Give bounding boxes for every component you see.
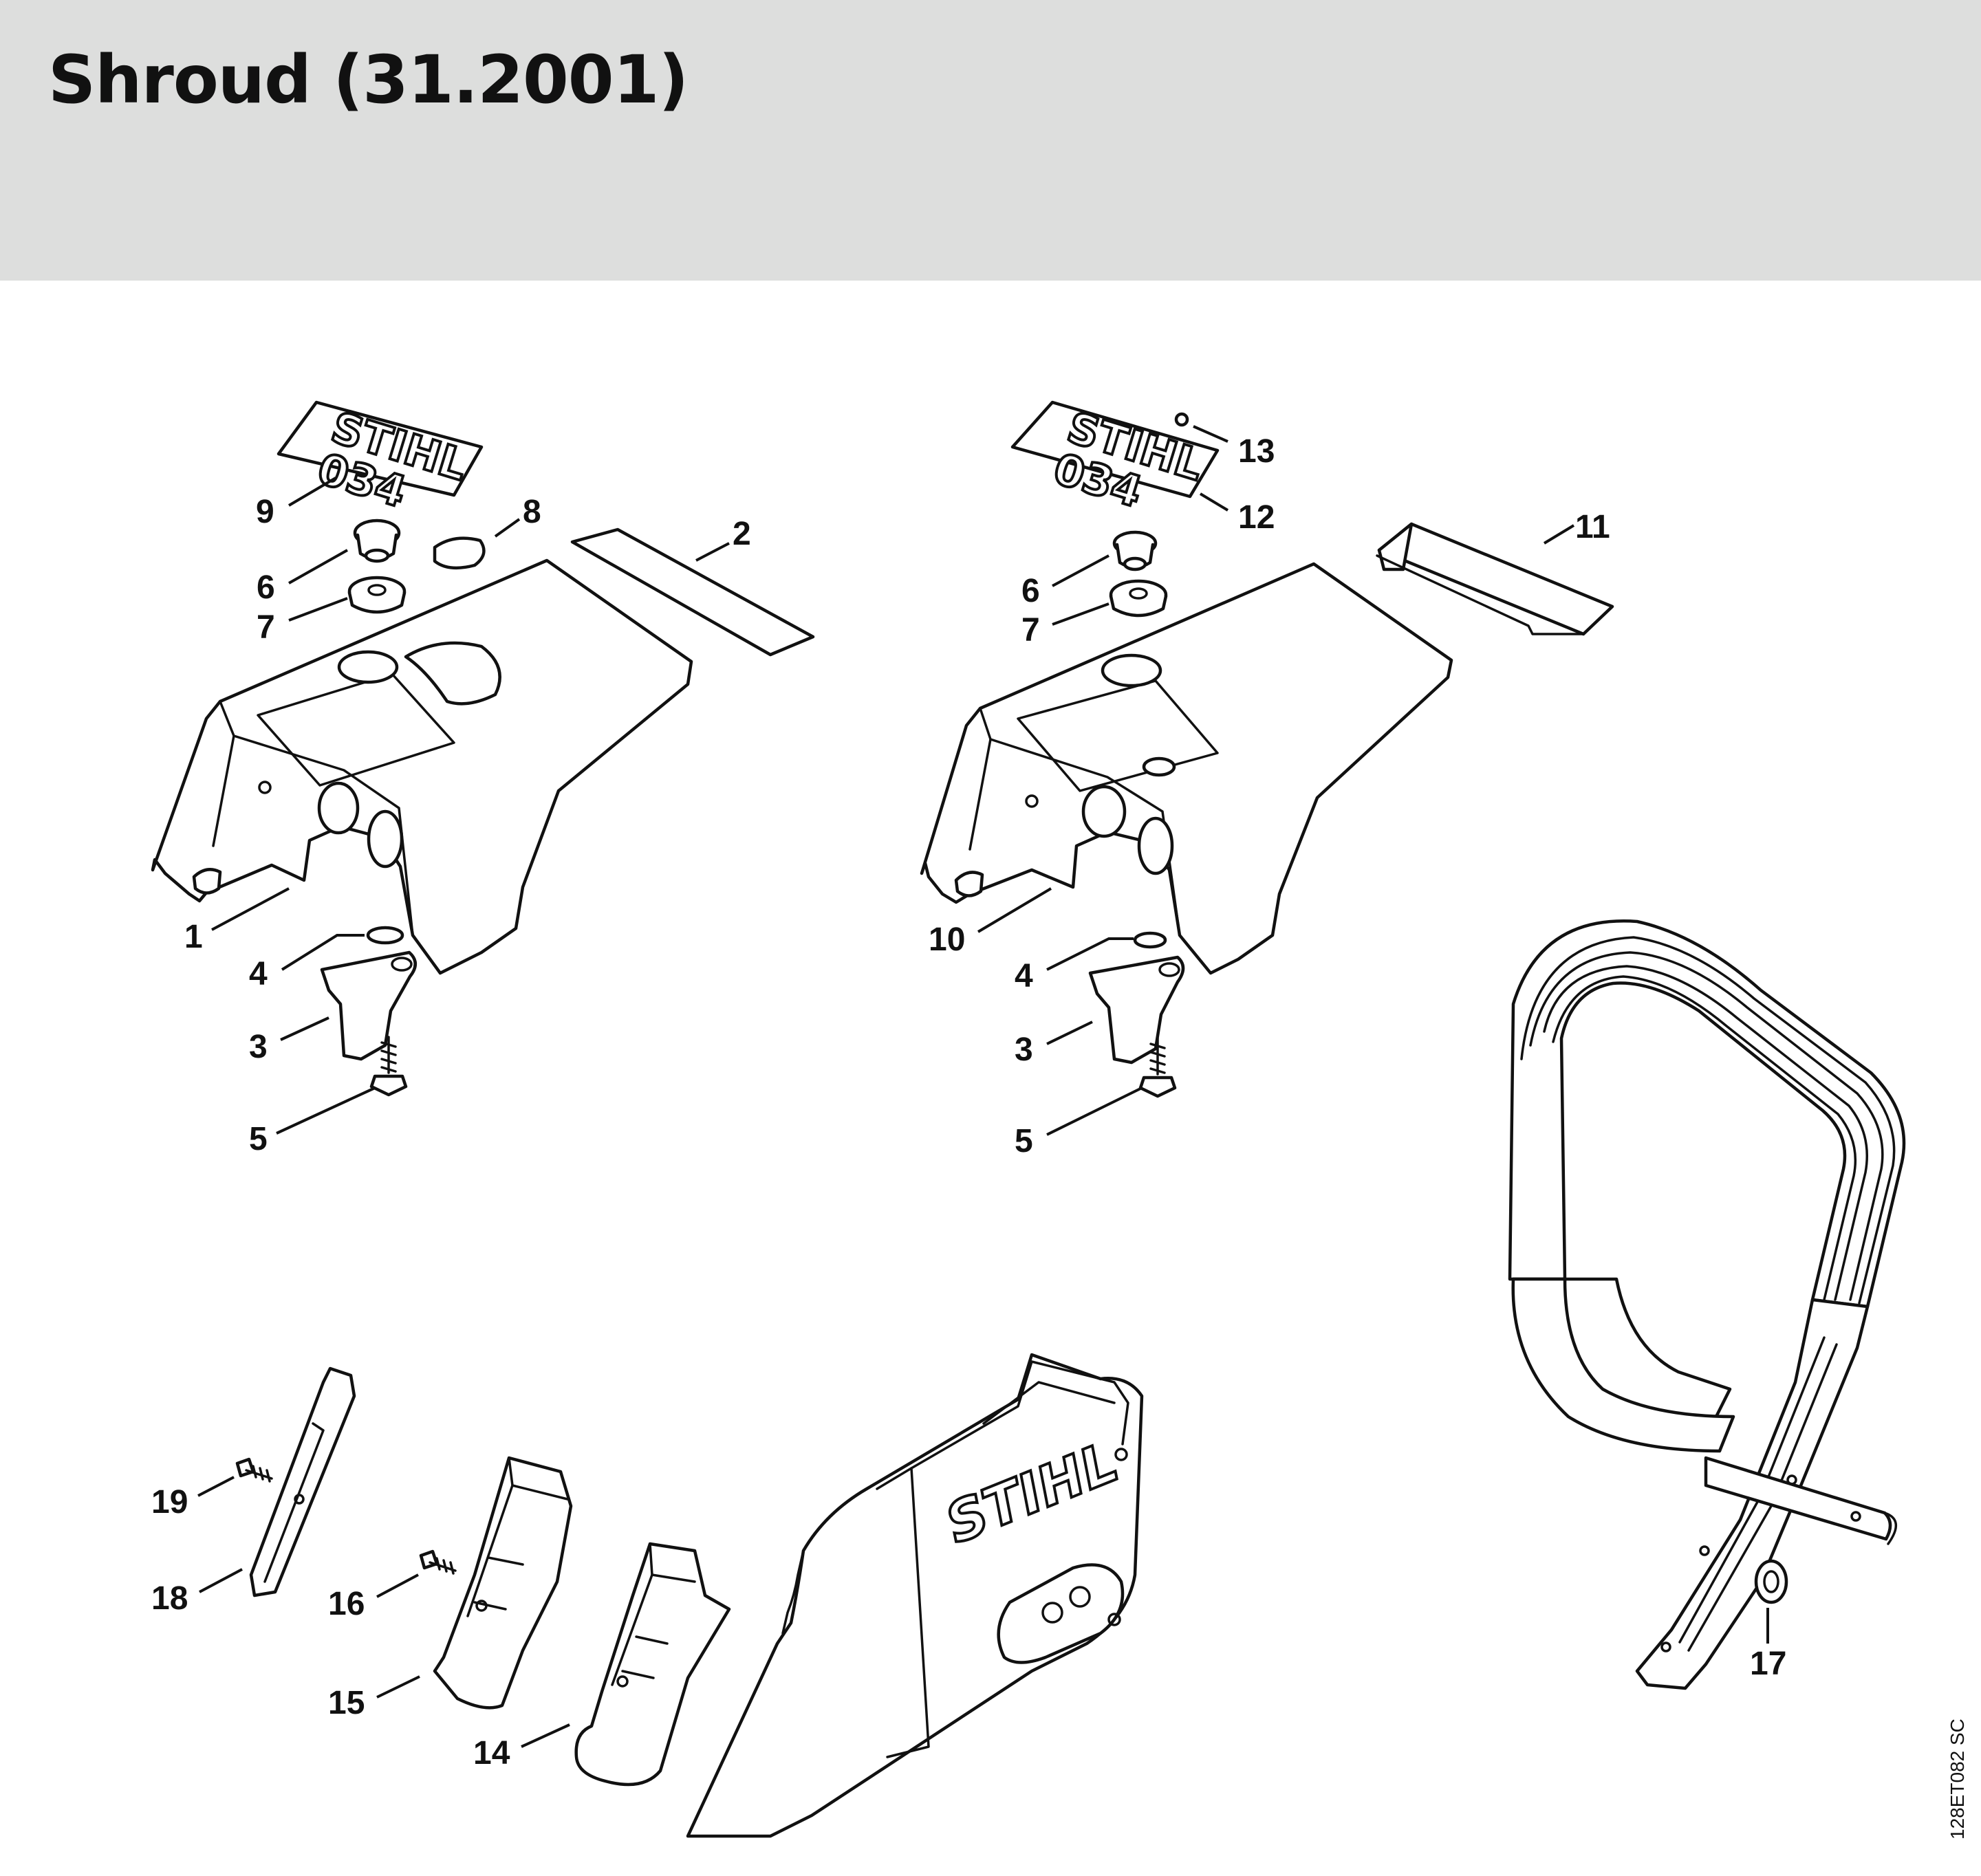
left-model-decal: STIHL 034 <box>277 401 484 519</box>
left-knob <box>353 519 401 563</box>
chain-catcher-medium <box>433 1456 573 1710</box>
callout-8: 8 <box>523 494 541 530</box>
handle-spacer-washer <box>1754 1559 1788 1604</box>
callout-labels: 9 8 2 6 7 1 4 3 5 13 12 11 6 7 10 4 3 5 … <box>151 433 1786 1771</box>
right-knob <box>1112 530 1158 571</box>
callout-19: 19 <box>151 1484 188 1520</box>
drawing-reference: 128ET082 SC <box>1947 1719 1968 1840</box>
left-screw <box>369 1036 408 1097</box>
callout-18: 18 <box>151 1580 188 1617</box>
callout-3b: 3 <box>1015 1032 1033 1068</box>
right-shroud-body <box>920 562 1453 975</box>
callout-2: 2 <box>733 516 751 552</box>
chain-catcher-plate <box>249 1366 356 1597</box>
callout-6b: 6 <box>1021 573 1040 609</box>
leader-lines <box>197 425 1769 1748</box>
left-shroud-assembly: STIHL 034 <box>151 401 815 1097</box>
right-decal-pin <box>1174 412 1189 427</box>
callout-15: 15 <box>328 1685 365 1721</box>
callout-5b: 5 <box>1015 1123 1033 1159</box>
header-bar: Shroud (31.2001) <box>0 0 1981 281</box>
left-label-strip <box>570 527 815 657</box>
right-washer <box>1133 931 1167 949</box>
callout-13: 13 <box>1238 433 1275 470</box>
left-cap <box>433 536 486 570</box>
right-cover-plate <box>1376 522 1614 636</box>
callout-7b: 7 <box>1021 612 1040 648</box>
right-grommet <box>1109 579 1168 618</box>
callout-4b: 4 <box>1015 958 1033 994</box>
page-title: Shroud (31.2001) <box>48 41 689 118</box>
callout-6: 6 <box>257 569 275 606</box>
callout-11: 11 <box>1575 509 1610 545</box>
callout-9: 9 <box>256 494 274 530</box>
callout-17: 17 <box>1750 1646 1786 1682</box>
callout-3: 3 <box>249 1029 268 1065</box>
left-shroud-body <box>151 558 693 975</box>
right-screw <box>1138 1037 1177 1098</box>
callout-4: 4 <box>249 956 268 992</box>
chain-sprocket-cover: STIHL <box>686 1353 1144 1838</box>
callout-5: 5 <box>249 1121 268 1157</box>
chain-catcher-large <box>574 1542 731 1787</box>
front-handle-bar <box>1508 919 1906 1690</box>
catcher-screw-16 <box>419 1549 457 1575</box>
left-grommet <box>347 576 407 614</box>
callout-16: 16 <box>328 1586 365 1622</box>
catcher-screw-19 <box>235 1457 273 1483</box>
callout-14: 14 <box>473 1735 510 1771</box>
left-mount-bracket <box>320 950 417 1061</box>
callout-1: 1 <box>184 919 203 955</box>
right-mount-bracket <box>1088 955 1185 1065</box>
callout-7: 7 <box>257 609 275 646</box>
callout-12: 12 <box>1238 499 1275 536</box>
left-washer <box>366 926 404 945</box>
callout-10: 10 <box>929 921 965 958</box>
